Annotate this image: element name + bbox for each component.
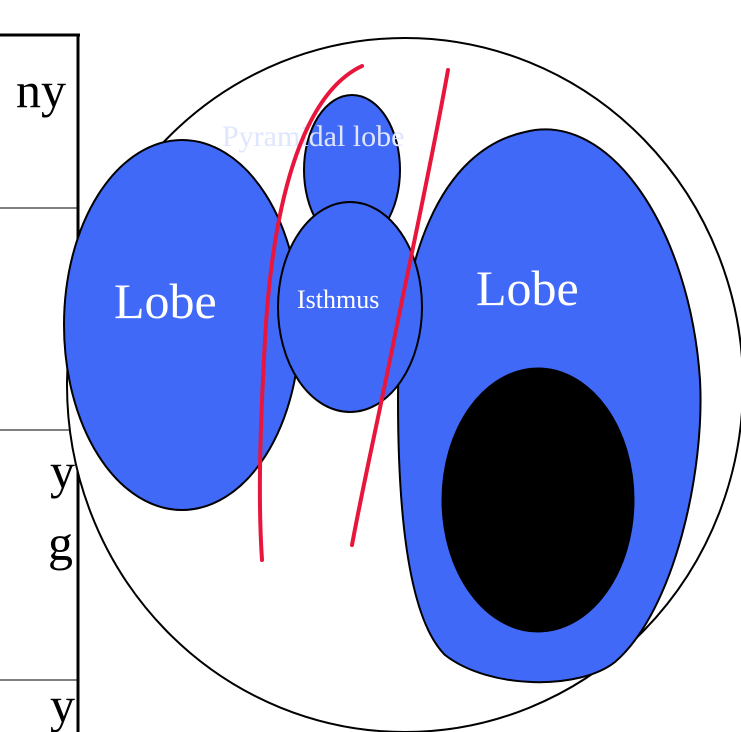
nodule	[441, 367, 635, 633]
table-text-row3b: g	[48, 515, 73, 571]
table-text-row3a: y	[50, 443, 75, 499]
incision-line-left	[257, 64, 364, 562]
background-table: ny y g y	[0, 33, 80, 732]
isthmus	[277, 201, 423, 413]
isthmus-label: Isthmus	[297, 285, 379, 314]
left-lobe-label: Lobe	[114, 273, 217, 329]
table-text-row4: y	[50, 677, 75, 732]
pyramidal-lobe-label: Pyramidal lobe	[222, 120, 404, 153]
incision-line-right	[350, 68, 450, 547]
table-text-row1: ny	[16, 62, 66, 118]
right-lobe-label: Lobe	[476, 260, 579, 316]
